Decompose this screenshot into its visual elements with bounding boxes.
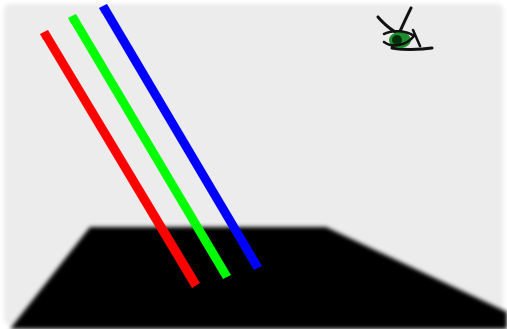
rgb-beams-illustration bbox=[0, 0, 507, 329]
scene-canvas bbox=[0, 0, 507, 329]
